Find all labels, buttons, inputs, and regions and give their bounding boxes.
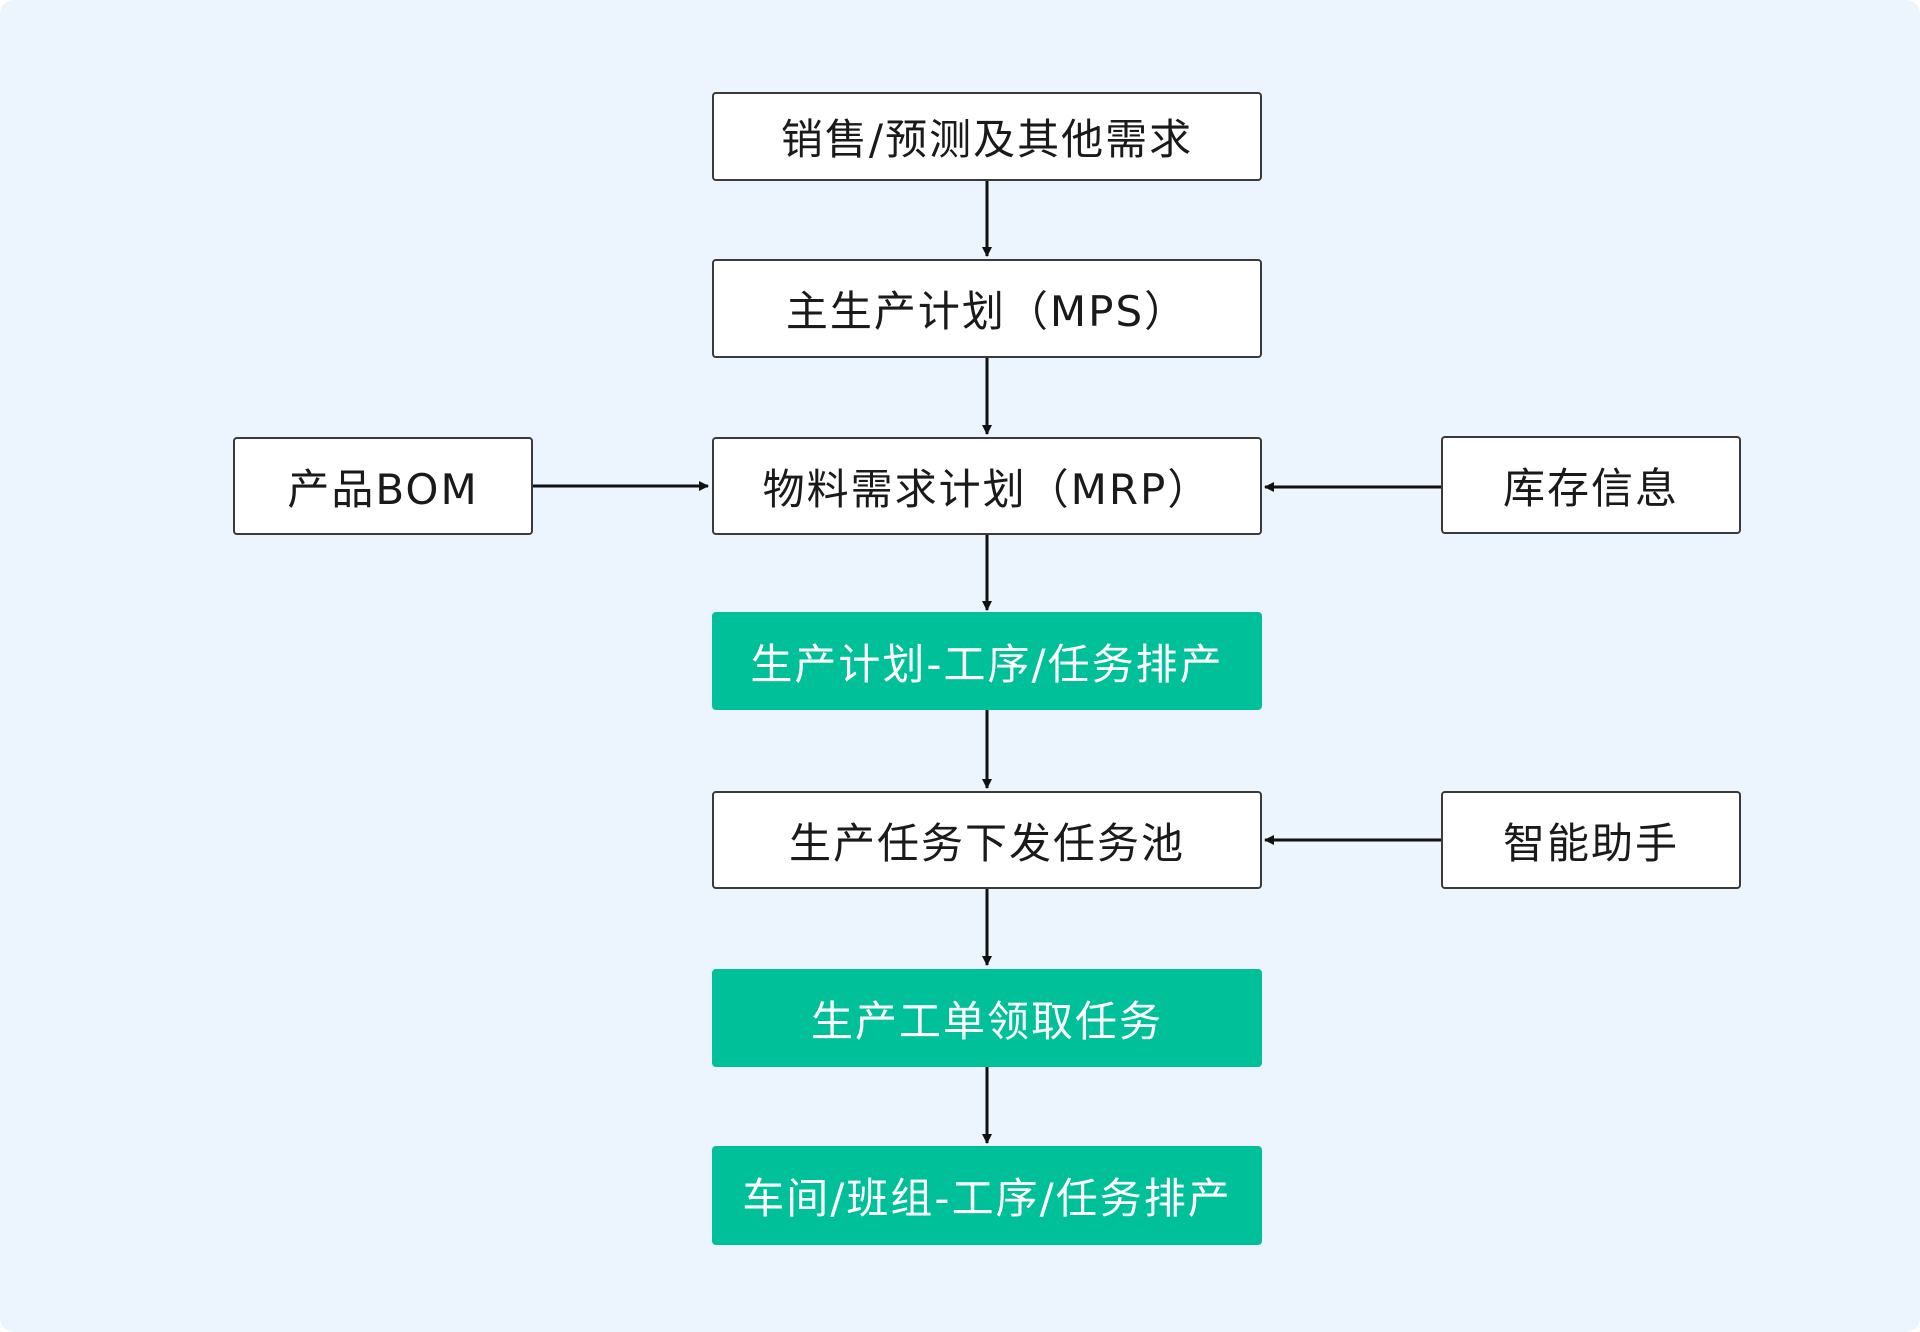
node-process-schedule: 生产计划-工序/任务排产 [712,612,1262,710]
node-inventory: 库存信息 [1441,436,1741,534]
node-task-pool-label: 生产任务下发任务池 [788,818,1185,868]
node-work-order: 生产工单领取任务 [712,969,1262,1067]
node-workshop-schedule: 车间/班组-工序/任务排产 [712,1146,1262,1245]
node-assistant-label: 智能助手 [1502,818,1679,868]
node-work-order-label: 生产工单领取任务 [810,996,1163,1046]
node-workshop-schedule-label: 车间/班组-工序/任务排产 [742,1174,1232,1223]
node-inventory-label: 库存信息 [1502,463,1679,513]
node-mps: 主生产计划（MPS） [712,259,1262,358]
node-process-schedule-label: 生产计划-工序/任务排产 [750,639,1224,689]
node-mrp: 物料需求计划（MRP） [712,437,1262,535]
node-sales-forecast: 销售/预测及其他需求 [712,92,1262,181]
node-bom: 产品BOM [233,437,533,535]
node-assistant: 智能助手 [1441,791,1741,889]
node-task-pool: 生产任务下发任务池 [712,791,1262,889]
node-bom-label: 产品BOM [287,464,479,514]
node-mrp-label: 物料需求计划（MRP） [762,464,1212,514]
node-sales-forecast-label: 销售/预测及其他需求 [780,115,1194,164]
node-mps-label: 主生产计划（MPS） [785,287,1189,336]
